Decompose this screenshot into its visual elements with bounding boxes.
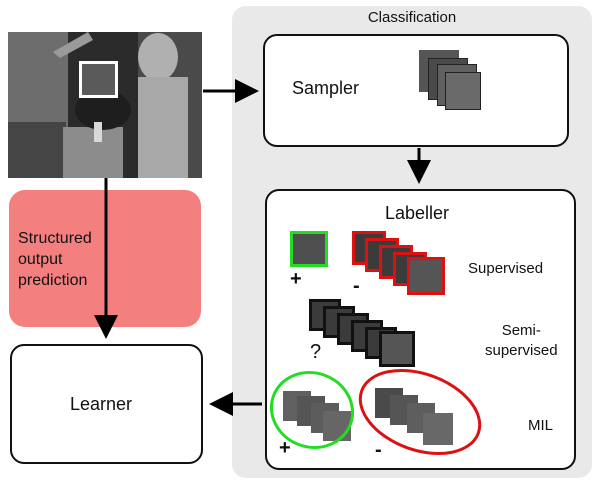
positive-bag-instance xyxy=(323,411,351,441)
learner-label: Learner xyxy=(70,394,133,414)
supervised-minus-sign: - xyxy=(353,275,360,297)
mil-minus-sign: - xyxy=(375,439,382,461)
labeller-title: Labeller xyxy=(385,203,450,223)
supervised-plus-sign: + xyxy=(290,268,302,290)
positive-bag-ellipse xyxy=(269,371,355,449)
negative-bag-instance xyxy=(423,413,453,445)
sample-stack-layer xyxy=(445,72,481,110)
structured-output-prediction-label: Structured output prediction xyxy=(18,230,92,289)
mil-plus-sign: + xyxy=(279,437,291,459)
source-video-frame xyxy=(8,32,202,178)
positive-sample-thumbnail xyxy=(290,231,328,267)
supervised-label: Supervised xyxy=(468,260,544,277)
labeller-box: Labeller + - Supervised ? Semi- supervis… xyxy=(265,189,576,470)
negative-sample-thumbnail xyxy=(407,257,445,295)
unlabelled-sample-thumbnail xyxy=(379,331,415,367)
mil-label: MIL xyxy=(528,417,554,434)
tracked-target-box xyxy=(79,61,118,98)
semi-supervised-label: Semi- supervised xyxy=(485,322,558,359)
classification-title: Classification xyxy=(367,9,457,26)
learner-box: Learner xyxy=(10,344,203,464)
negative-bag-ellipse xyxy=(358,368,482,456)
sampler-label: Sampler xyxy=(292,78,360,98)
semi-supervised-question-mark: ? xyxy=(310,341,322,363)
sampler-box: Sampler xyxy=(263,34,569,147)
